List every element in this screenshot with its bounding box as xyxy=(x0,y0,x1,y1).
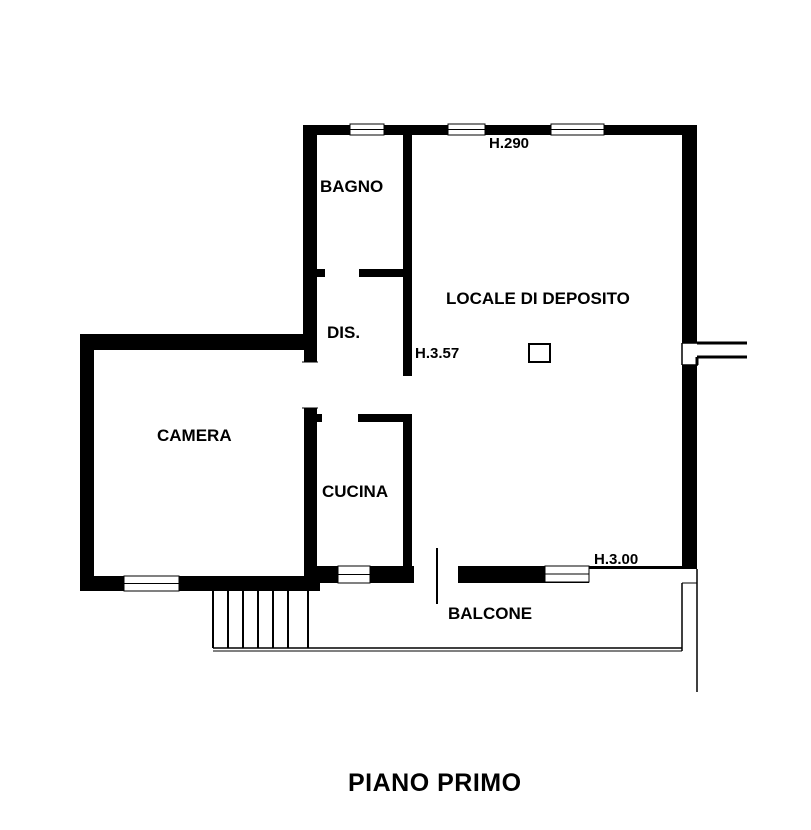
room-deposito xyxy=(412,135,682,566)
stairs xyxy=(212,591,309,648)
balcone xyxy=(212,569,698,692)
height-top: H.290 xyxy=(489,135,529,152)
room-bagno xyxy=(317,135,403,269)
label-cucina: CUCINA xyxy=(322,482,388,501)
door-camera-dis xyxy=(302,362,318,408)
right-wall-extension xyxy=(681,341,747,366)
plan-title: PIANO PRIMO xyxy=(348,769,522,797)
column-square xyxy=(528,343,551,363)
door-dis-deposito xyxy=(402,376,413,414)
room-cucina xyxy=(317,422,403,566)
label-dis: DIS. xyxy=(327,323,360,342)
label-deposito: LOCALE DI DEPOSITO xyxy=(446,289,630,308)
door-bagno-dis xyxy=(325,268,359,278)
label-bagno: BAGNO xyxy=(320,177,383,196)
walls xyxy=(80,125,697,591)
height-bottom: H.3.00 xyxy=(594,551,638,568)
label-camera: CAMERA xyxy=(157,426,232,445)
room-dis xyxy=(317,277,403,414)
height-dis: H.3.57 xyxy=(415,345,459,362)
windows xyxy=(123,123,605,592)
room-camera xyxy=(94,350,304,576)
label-balcone: BALCONE xyxy=(448,604,532,623)
door-dis-cucina xyxy=(322,413,358,423)
